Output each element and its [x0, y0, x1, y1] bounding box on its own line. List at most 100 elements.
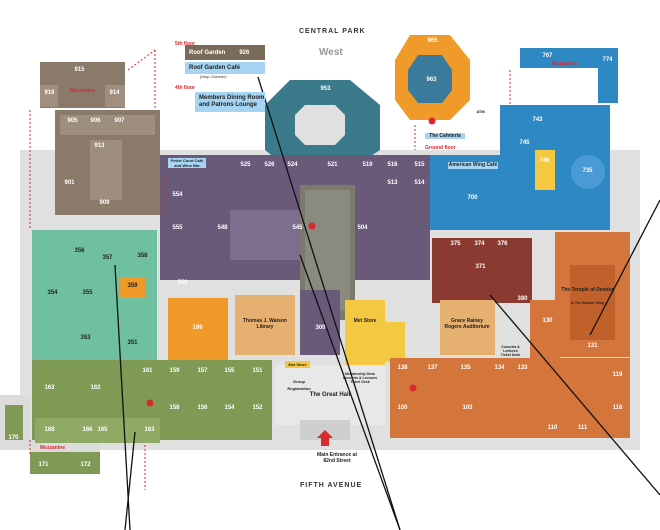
room-351: 351	[127, 340, 138, 346]
temple-sub-label: in The Sackler Wing	[570, 301, 605, 305]
room-170-block	[5, 405, 23, 440]
roof-garden-cafe-label: Roof Garden Café	[189, 65, 241, 71]
roof-garden-cafe-box: Roof Garden Café	[185, 62, 265, 74]
room-767: 767	[542, 53, 553, 59]
room-915: 915	[74, 67, 85, 73]
room-199-block	[168, 298, 228, 363]
mezzanine-label-right: Mezzanine	[552, 61, 578, 67]
room-371: 371	[475, 264, 486, 270]
temple-of-dendur-label: The Temple of Dendur	[561, 287, 614, 293]
room-963-block	[408, 55, 452, 103]
auditorium-block	[440, 300, 495, 355]
room-171-block	[30, 452, 100, 474]
room-172: 172	[80, 462, 91, 468]
room-block-160s	[35, 418, 160, 443]
great-hall-label: The Great Hall	[309, 392, 351, 398]
room-550: 550	[177, 280, 188, 286]
group-registration-label: Group Registration	[287, 379, 311, 391]
room-375: 375	[450, 241, 461, 247]
room-745: 745	[519, 140, 530, 146]
room-504: 504	[357, 225, 368, 231]
room-965: 965	[427, 38, 438, 44]
room-block-905-907	[60, 115, 155, 135]
room-355: 355	[82, 290, 93, 296]
met-store-label: Met Store	[353, 318, 377, 324]
floor-4th-label: 4th floor	[175, 85, 195, 91]
room-block-egyptian-link	[530, 300, 560, 360]
met-store-block	[345, 300, 385, 365]
room-block-inner	[230, 210, 310, 260]
room-735: 735	[582, 168, 593, 174]
atm-label: ATM	[476, 109, 485, 114]
room-526: 526	[264, 162, 275, 168]
room-905: 905	[67, 118, 78, 124]
room-521: 521	[327, 162, 338, 168]
room-774-block	[598, 48, 618, 103]
met-store-wing	[385, 322, 405, 362]
main-entrance-label: Main Entrance at 82nd Street	[316, 452, 357, 464]
room-300: 300	[315, 325, 326, 331]
connector-lines	[29, 49, 511, 490]
roof-garden-cafe-note: (May–October)	[200, 74, 227, 79]
room-524: 524	[287, 162, 298, 168]
american-wing-cafe-label: American Wing Café	[448, 162, 498, 169]
room-131: 131	[587, 343, 598, 349]
grace-rainey-auditorium-label: Grace Rainey Rogers Auditorium	[444, 318, 490, 330]
room-119: 119	[612, 372, 623, 378]
room-357: 357	[102, 255, 113, 261]
room-135: 135	[460, 365, 471, 371]
fifth-avenue-label: FIFTH AVENUE	[300, 482, 363, 489]
room-516: 516	[387, 162, 398, 168]
room-151: 151	[252, 368, 263, 374]
room-166: 166	[82, 427, 93, 433]
room-513: 513	[387, 180, 398, 186]
room-359: 359	[127, 283, 138, 289]
room-746: 746	[539, 158, 550, 164]
octagon-court	[295, 105, 345, 145]
room-901: 901	[64, 180, 75, 186]
membership-desk-label: Membership Desk Concerts & Lectures Tick…	[342, 372, 378, 384]
ground-floor-label: Ground floor	[425, 145, 456, 151]
room-block-arms-armor	[432, 238, 532, 303]
room-block-300s	[300, 290, 340, 355]
room-162: 162	[90, 385, 101, 391]
room-block-911	[90, 140, 122, 200]
room-774: 774	[602, 57, 613, 63]
room-163: 163	[44, 385, 55, 391]
room-154: 154	[224, 405, 235, 411]
cafeteria-label: The Cafeteria	[425, 133, 465, 139]
members-dining-label: Members Dining Room and Patrons Lounge	[199, 95, 265, 108]
room-735-court	[571, 155, 605, 189]
room-134: 134	[494, 365, 505, 371]
room-100: 100	[397, 405, 408, 411]
room-159: 159	[169, 368, 180, 374]
room-358: 358	[137, 253, 148, 259]
room-746-block	[535, 150, 555, 190]
room-554: 554	[172, 192, 183, 198]
petrie-court-label: Petrie Court Café and Wine Bar	[168, 158, 206, 168]
central-park-label: CENTRAL PARK	[299, 28, 366, 35]
room-907: 907	[114, 118, 125, 124]
room-156: 156	[197, 405, 208, 411]
room-909: 909	[99, 200, 110, 206]
mezzanine-label-bottom: Mezzanine	[40, 445, 66, 451]
entrance-arrow	[317, 430, 333, 446]
room-519: 519	[362, 162, 373, 168]
roof-garden-box: Roof Garden 926	[185, 45, 265, 60]
thomas-watson-library-label: Thomas J. Watson Library	[243, 318, 287, 330]
room-170: 170	[8, 435, 19, 441]
room-545: 545	[292, 225, 303, 231]
room-353: 353	[80, 335, 91, 341]
room-130: 130	[542, 318, 553, 324]
room-163b: 163	[144, 427, 155, 433]
room-380: 380	[517, 296, 528, 302]
room-152: 152	[252, 405, 263, 411]
room-354: 354	[47, 290, 58, 296]
room-743: 743	[532, 117, 543, 123]
room-374: 374	[474, 241, 485, 247]
room-111: 111	[577, 425, 588, 431]
library-block	[235, 295, 295, 355]
room-555: 555	[172, 225, 183, 231]
room-137: 137	[427, 365, 438, 371]
